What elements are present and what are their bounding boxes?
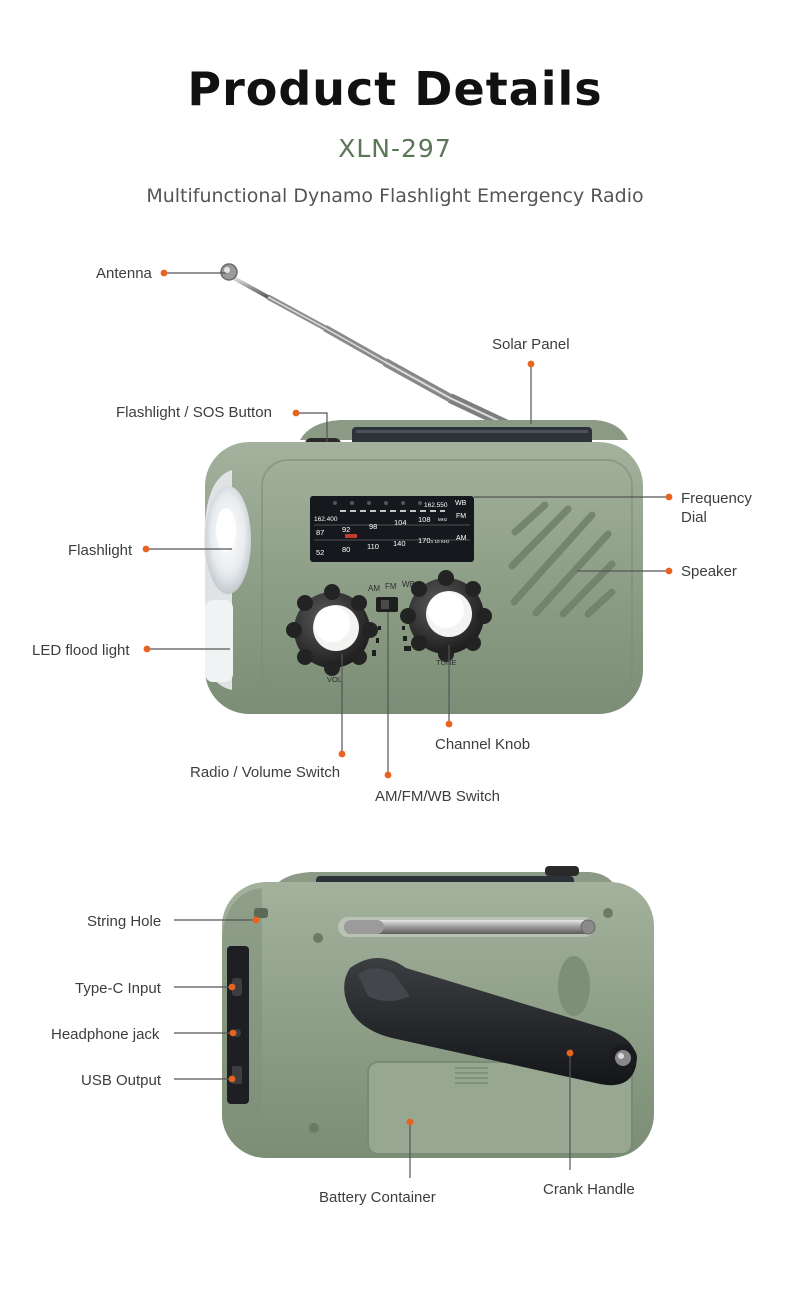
dial-wb-low: 162.400	[314, 516, 338, 523]
label-volume-switch: Radio / Volume Switch	[190, 764, 341, 781]
label-battery-container: Battery Container	[319, 1189, 436, 1206]
dial-am-multiplier: x 10	[431, 539, 440, 544]
dial-fm-tick: 104	[394, 518, 407, 527]
label-frequency-dial-line1: Frequency	[681, 490, 752, 507]
label-headphone-jack: Headphone jack	[51, 1026, 160, 1043]
label-sos-button: Flashlight / SOS Button	[116, 404, 272, 421]
tune-knob[interactable]	[400, 570, 492, 662]
led-flood-light	[205, 600, 233, 682]
dial-fm-band: FM	[456, 513, 466, 520]
label-solar-panel: Solar Panel	[492, 336, 570, 353]
dial-fm-tick: 87	[316, 528, 324, 537]
dial-am-tick: 170	[418, 536, 431, 545]
label-speaker: Speaker	[681, 563, 737, 580]
knob-tune-label: TUNE	[436, 658, 456, 667]
label-type-c-input: Type-C Input	[75, 980, 161, 997]
battery-door[interactable]	[367, 1061, 633, 1155]
product-subtitle: Multifunctional Dynamo Flashlight Emerge…	[146, 185, 644, 207]
label-string-hole: String Hole	[87, 913, 162, 930]
back-callout-dots	[228, 916, 574, 1126]
dial-wb-high: 162.550	[424, 502, 448, 509]
band-label-fm: FM	[385, 582, 397, 591]
label-usb-output: USB Output	[81, 1072, 162, 1089]
dial-am-tick: 80	[342, 545, 350, 554]
frequency-dial	[310, 496, 474, 562]
dial-fm-unit: MHz	[438, 517, 448, 522]
label-antenna: Antenna	[96, 265, 152, 282]
dial-am-unit: KHz	[441, 539, 450, 544]
dial-wb-band: WB	[455, 500, 467, 507]
band-label-am: AM	[368, 584, 380, 593]
dial-fm-tick: 108	[418, 515, 431, 524]
back-leader-lines	[174, 919, 571, 1178]
crank-handle[interactable]	[344, 958, 637, 1086]
dial-fm-tick: 98	[369, 522, 377, 531]
type-c-port[interactable]	[232, 978, 242, 996]
label-frequency-dial: Frequency Dial	[681, 489, 752, 527]
model-number: XLN-297	[338, 134, 452, 163]
dial-am-tick: 140	[393, 539, 406, 548]
label-crank-handle: Crank Handle	[543, 1181, 635, 1198]
label-led-flood-light: LED flood light	[32, 642, 130, 659]
label-band-switch: AM/FM/WB Switch	[375, 788, 501, 805]
label-flashlight: Flashlight	[68, 542, 133, 559]
front-leader-lines	[146, 272, 669, 775]
dial-am-tick: 110	[367, 542, 379, 551]
radio-body	[205, 442, 643, 714]
volume-knob[interactable]	[286, 584, 378, 676]
dial-am-band: AM	[456, 535, 467, 542]
dial-fm-tick: 92	[342, 525, 350, 534]
back-radio	[222, 866, 654, 1158]
front-radio: 162.400 162.550 WB 87 92 98 104 108 MHz …	[204, 263, 643, 714]
speaker-grille	[508, 501, 616, 618]
label-frequency-dial-line2: Dial	[681, 509, 707, 526]
front-callout-dots	[142, 269, 673, 779]
dial-am-tick: 52	[316, 548, 324, 557]
stowed-antenna	[338, 917, 596, 937]
label-channel-knob: Channel Knob	[435, 736, 531, 753]
band-label-wb: WB	[402, 580, 415, 589]
string-hole	[254, 908, 268, 918]
knob-vol-label: VOL	[327, 675, 342, 684]
page-title: Product Details	[187, 62, 603, 116]
